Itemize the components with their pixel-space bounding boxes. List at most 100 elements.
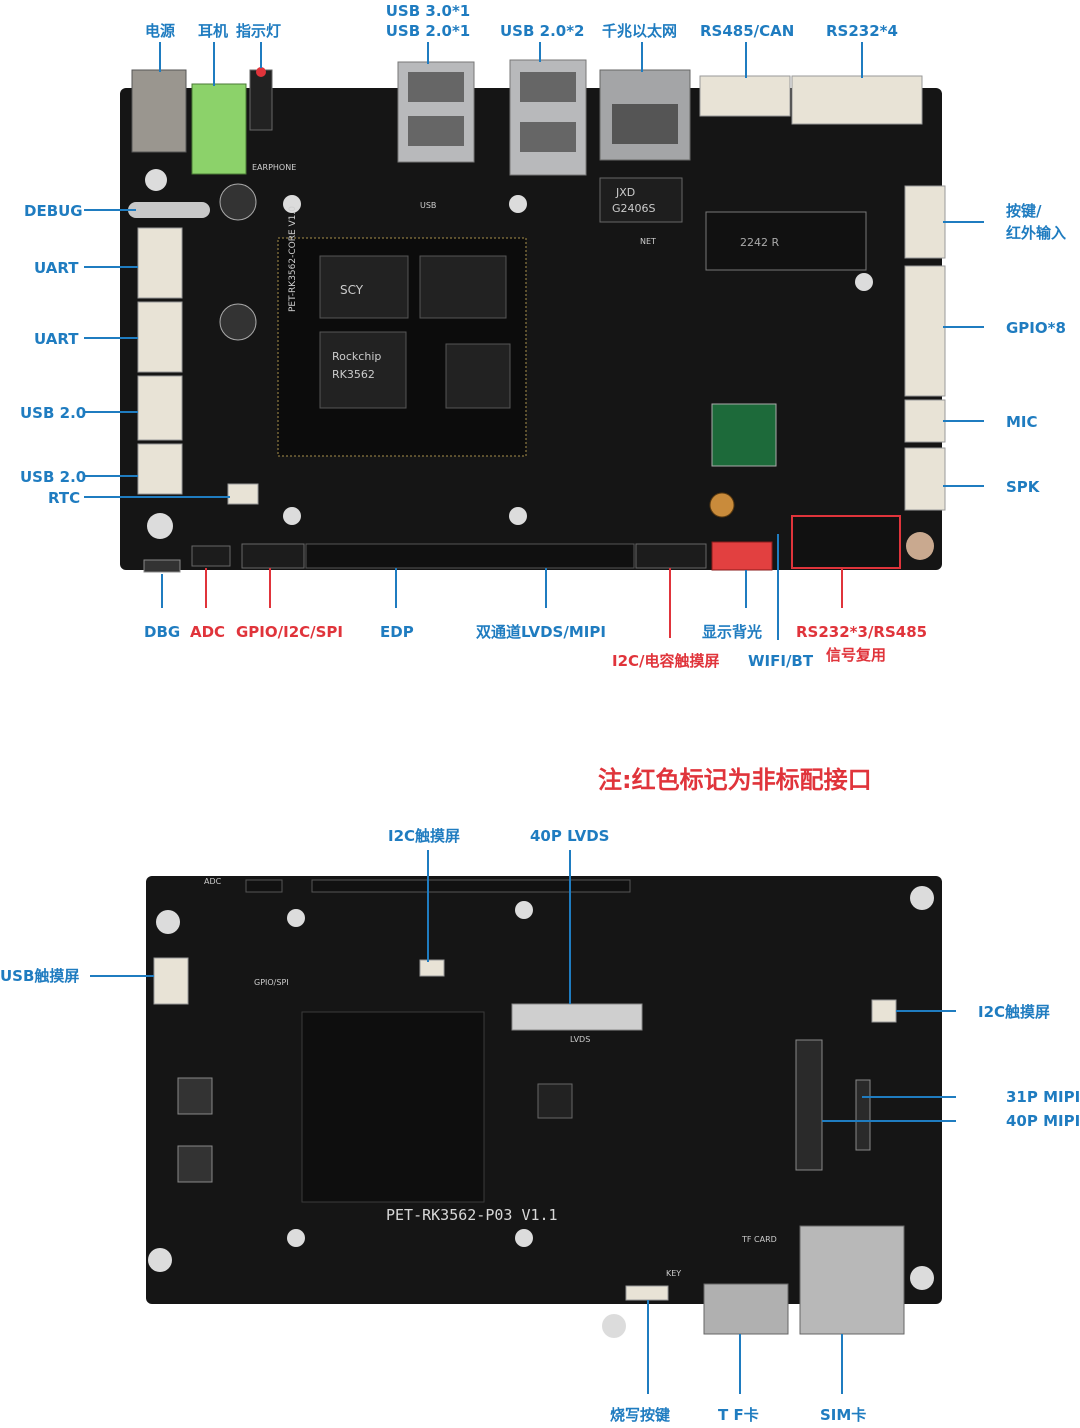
mounting-hole [148,1248,172,1272]
label-usb3-line1: USB 3.0*1 [385,2,471,20]
magnetics-model: G2406S [612,202,656,215]
magnetics-brand: JXD [615,186,635,199]
key-silk: KEY [666,1269,681,1278]
mipi40p-connector [795,1039,823,1171]
label-usb-touch: USB触摸屏 [0,967,80,985]
power-jack [131,69,187,153]
mounting-hole [515,1229,533,1247]
gpio-header [241,543,305,569]
bottom-board-components: PET-RK3562-P03 V1.1 TF CARD GPIO/SPI LVD… [148,877,934,1338]
pin-header-row [311,879,631,893]
debug-header [128,202,210,218]
mic-connector [904,399,946,443]
rtc-connector [227,483,259,505]
mounting-hole [906,532,934,560]
mounting-hole [147,513,173,539]
i2c-touch-top-connector [419,959,445,977]
usb-touch-connector [153,957,189,1005]
soc-chip [319,331,407,409]
label-rs232x4: RS232*4 [826,22,898,40]
earphone-jack [191,83,247,175]
earphone-silk: EARPHONE [252,163,297,172]
label-dbg: DBG [144,623,181,641]
label-gpio-i2c-spi: GPIO/I2C/SPI [236,623,343,641]
top-board-components: JXD G2406S 2242 R [128,59,946,573]
usb20-connector-2 [137,443,183,495]
dbg-header [143,559,181,573]
mipi31p-connector [855,1079,871,1151]
soc-brand: Rockchip [332,350,381,363]
label-indicator: 指示灯 [236,22,282,40]
spk-connector [904,447,946,511]
sim-card-slot [799,1225,905,1335]
mounting-hole [287,909,305,927]
label-key-line2: 红外输入 [1006,224,1067,242]
label-usb3-line2: USB 2.0*1 [385,22,471,40]
inductor [177,1145,213,1183]
gpio-spi-silk: GPIO/SPI [254,978,289,987]
label-adc: ADC [190,623,226,641]
label-wifi-bt: WIFI/BT [748,652,814,670]
label-ethernet: 千兆以太网 [602,22,678,40]
soc-model: RK3562 [332,368,375,381]
mounting-hole [910,1266,934,1290]
mounting-hole [156,910,180,934]
mounting-hole [509,507,527,525]
antenna-connector [709,492,735,518]
label-i2c-touch: I2C/电容触摸屏 [612,652,720,670]
mounting-hole [283,195,301,213]
inductor [537,1083,573,1119]
label-rtc: RTC [48,489,81,507]
soc-footprint [301,1011,485,1203]
label-usb2x2: USB 2.0*2 [500,22,585,40]
eth-magnetics [599,177,683,223]
label-i2c-touch-top: I2C触摸屏 [388,827,461,845]
rs232-rs485-headers [791,515,901,569]
label-edp: EDP [380,623,414,641]
label-mipi40p: 40P MIPI [1006,1112,1080,1130]
label-debug: DEBUG [24,202,83,220]
label-sim: SIM卡 [820,1406,867,1424]
mounting-hole [287,1229,305,1247]
mounting-hole [515,901,533,919]
label-gpio8: GPIO*8 [1006,319,1066,337]
emmc-chip [419,255,507,319]
memory-chip [319,255,409,319]
inductor [177,1077,213,1115]
label-rs232-rs485-line2: 信号复用 [826,646,887,664]
mounting-hole [509,195,527,213]
label-uart-2: UART [34,330,79,348]
label-backlight: 显示背光 [702,623,763,641]
m2-slot [705,211,867,271]
key-ir-connector [904,185,946,259]
label-rs232-rs485-line1: RS232*3/RS485 [796,623,928,641]
label-key-line1: 按键/ [1006,202,1042,220]
mounting-hole [910,886,934,910]
label-spk: SPK [1006,478,1040,496]
i2c-touch-header [635,543,707,569]
label-i2c-touch-right: I2C触摸屏 [978,1003,1051,1021]
mounting-hole [855,273,873,291]
pin-header-row [245,879,283,893]
leader-lines [84,42,984,1394]
mounting-hole [145,169,167,191]
label-lvds-mipi: 双通道LVDS/MIPI [476,623,606,641]
label-earphone: 耳机 [198,22,229,40]
label-tf: T F卡 [718,1406,759,1424]
label-uart-1: UART [34,259,79,277]
tf-card-slot [703,1283,789,1335]
label-power: 电源 [145,22,176,40]
label-mic: MIC [1006,413,1038,431]
rs232-connector [791,75,923,125]
usb-silk: USB [420,201,437,210]
i2c-touch-right-connector [871,999,897,1023]
wifi-module [711,403,777,467]
non-standard-note: 注:红色标记为非标配接口 [598,766,872,794]
capacitor [219,183,257,221]
rs485-can-connector [699,75,791,117]
gpio8-connector [904,265,946,397]
usb20-connector-1 [137,375,183,441]
label-lvds40p: 40P LVDS [530,827,610,845]
